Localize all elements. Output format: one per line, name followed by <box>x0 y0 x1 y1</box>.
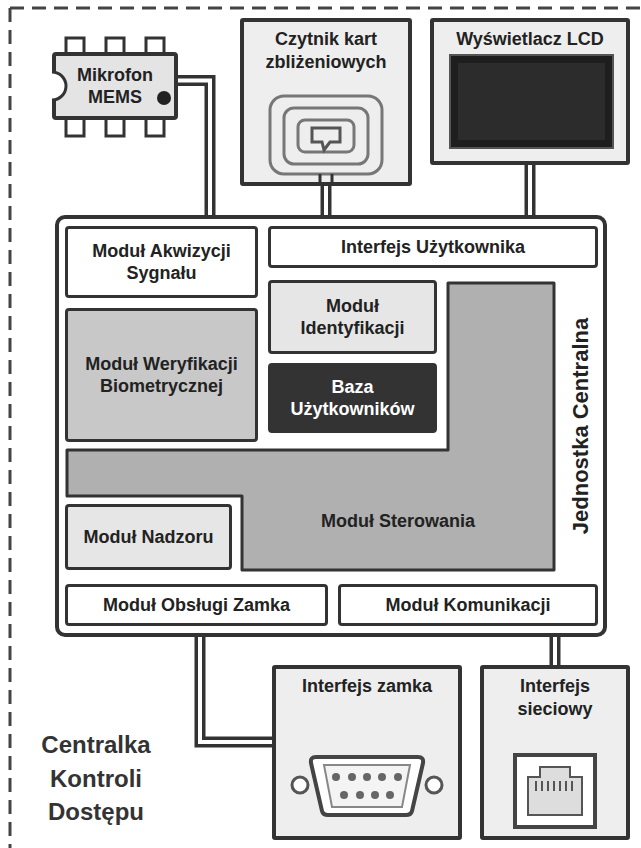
node-label: Moduł Identyfikacji <box>277 295 428 340</box>
double-line-connector <box>178 81 210 226</box>
double-line-connector <box>200 626 272 742</box>
module-box: Moduł Nadzoru <box>65 504 232 570</box>
module-box: Moduł Weryfikacji Biometrycznej <box>65 308 258 442</box>
network-interface: Interfejs sieciowy <box>480 665 630 840</box>
node-label: Interfejs zamka <box>302 675 432 698</box>
node-label: Wyświetlacz LCD <box>456 28 604 51</box>
node-label: Mikrofon MEMS <box>62 64 168 109</box>
node-label: Baza Użytkowników <box>277 376 428 421</box>
lcd-display: Wyświetlacz LCD <box>430 18 630 165</box>
node-label: Czytnik kart zbliżeniowych <box>250 28 402 73</box>
node-label: Jednostka Centralna <box>565 226 597 626</box>
node-label: Interfejs sieciowy <box>490 675 620 720</box>
node-label: Centralka Kontroli Dostępu <box>16 728 176 829</box>
module-box: Moduł Komunikacji <box>338 584 598 626</box>
microphone-chip: Mikrofon MEMS <box>52 52 178 120</box>
region-border <box>10 7 641 10</box>
node-label: Moduł Akwizycji Sygnału <box>74 240 249 285</box>
region-border <box>9 8 12 848</box>
node-label: Moduł Nadzoru <box>84 526 214 549</box>
node-label: Moduł Komunikacji <box>385 594 550 617</box>
node-label: Moduł Sterowania <box>242 481 554 561</box>
card-reader: Czytnik kart zbliżeniowych <box>240 18 412 186</box>
module-box: Moduł Identyfikacji <box>268 280 437 354</box>
microphone-chip-icon <box>52 52 178 120</box>
module-box: Interfejs Użytkownika <box>268 226 598 268</box>
central-unit: Jednostka Centralna Moduł Akwizycji Sygna… <box>55 215 607 637</box>
node-label: Moduł Obsługi Zamka <box>103 594 290 617</box>
module-box: Moduł Obsługi Zamka <box>65 584 328 626</box>
node-label: Moduł Weryfikacji Biometrycznej <box>74 353 249 398</box>
lock-interface: Interfejs zamka <box>272 665 462 840</box>
node-label: Interfejs Użytkownika <box>341 236 525 259</box>
database-box: Baza Użytkowników <box>268 363 437 433</box>
module-box: Moduł Akwizycji Sygnału <box>65 226 258 298</box>
